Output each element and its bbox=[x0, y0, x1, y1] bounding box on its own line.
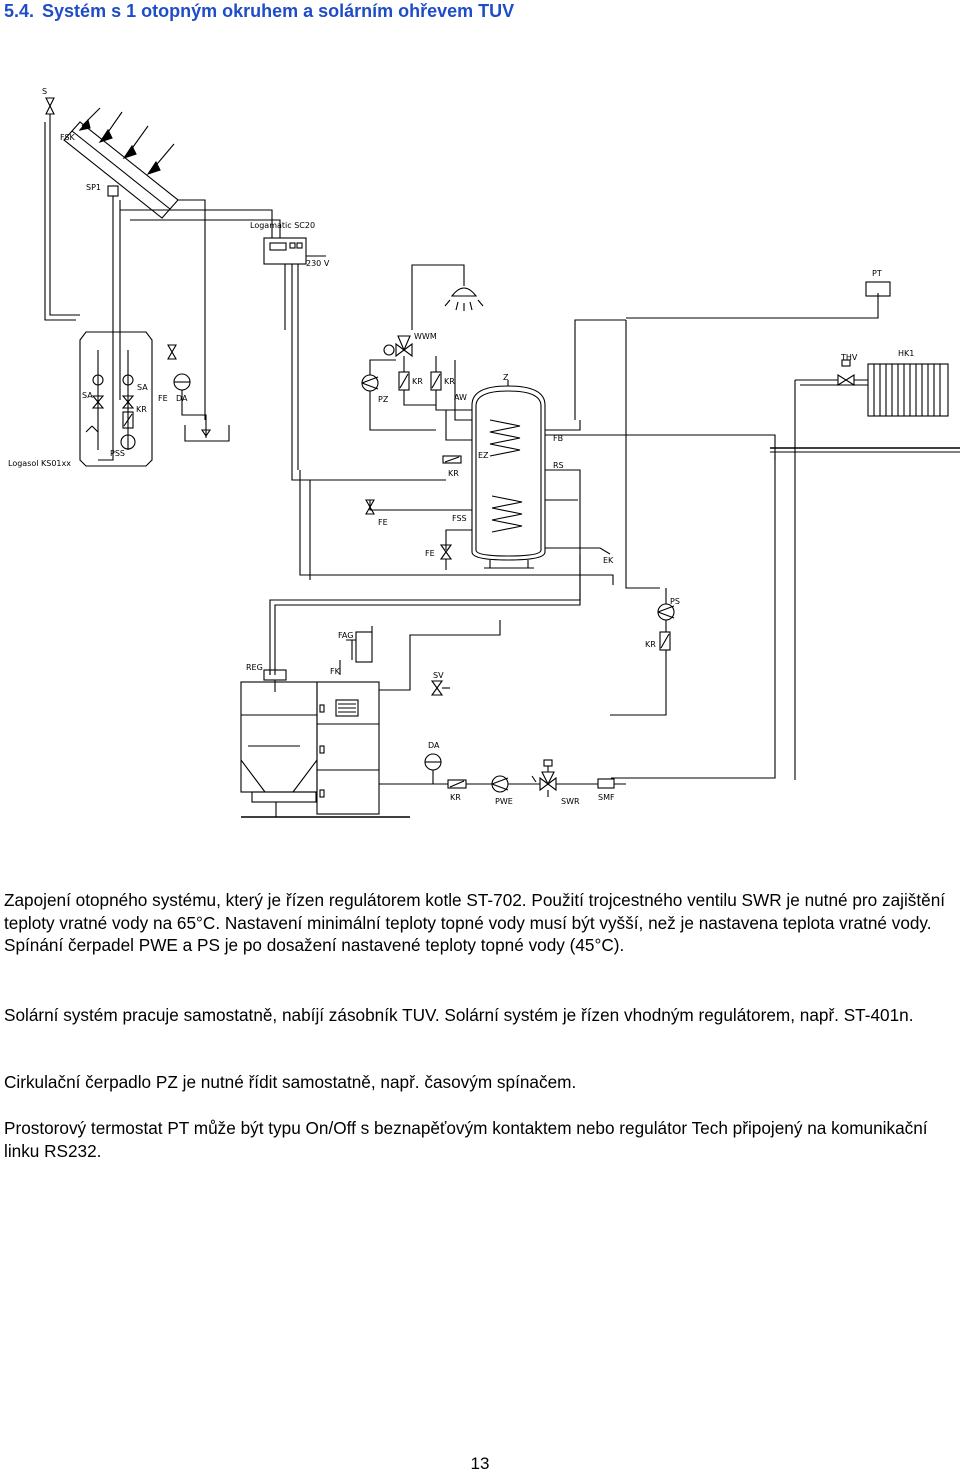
paragraph-room-thermostat: Prostorový termostat PT může být typu On… bbox=[4, 1118, 928, 1161]
mixing-valve-wwm bbox=[383, 335, 413, 358]
expansion-vessel bbox=[181, 375, 230, 442]
three-way-valve-swr bbox=[531, 759, 557, 797]
label-hk1: HK1 bbox=[898, 349, 914, 358]
label-kr-e: KR bbox=[645, 640, 656, 649]
label-kr-c: KR bbox=[448, 469, 459, 478]
label-fss: FSS bbox=[452, 514, 467, 523]
label-fag: FAG bbox=[338, 631, 353, 640]
safety-valve bbox=[430, 680, 444, 689]
label-fe-a: FE bbox=[378, 518, 388, 527]
label-ez: EZ bbox=[478, 451, 489, 460]
label-kr-a: KR bbox=[412, 377, 423, 386]
label-aw: AW bbox=[454, 393, 467, 402]
shower-head bbox=[411, 264, 484, 330]
label-swr: SWR bbox=[561, 797, 580, 806]
label-ek: EK bbox=[603, 556, 614, 565]
label-logamatic: Logamatic SC20 bbox=[250, 221, 315, 230]
boiler bbox=[240, 669, 410, 818]
label-logasol: Logasol KS01xx bbox=[8, 459, 71, 468]
label-kr-d: KR bbox=[136, 405, 147, 414]
label-kr-f: KR bbox=[450, 793, 461, 802]
section-heading: 5.4. Systém s 1 otopným okruhem a solární… bbox=[4, 1, 514, 22]
label-kr-b: KR bbox=[444, 377, 455, 386]
check-valve-kr-f bbox=[447, 779, 467, 789]
label-sp1: SP1 bbox=[86, 183, 101, 192]
label-rs: RS bbox=[553, 461, 564, 470]
solar-station bbox=[79, 331, 191, 467]
page-number: 13 bbox=[470, 1454, 490, 1473]
check-valve-kr-c bbox=[442, 455, 462, 464]
label-fsk: FSK bbox=[60, 133, 76, 142]
section-title: Systém s 1 otopným okruhem a solárním oh… bbox=[42, 1, 515, 21]
label-fb: FB bbox=[553, 434, 563, 443]
label-thv: THV bbox=[840, 353, 858, 362]
label-z: Z bbox=[503, 373, 509, 382]
check-valve-kr-e bbox=[659, 631, 671, 651]
label-smf: SMF bbox=[598, 793, 615, 802]
room-thermostat-pt bbox=[865, 281, 891, 297]
paragraph-solar-system: Solární systém pracuje samostatně, nabíj… bbox=[4, 1005, 914, 1025]
sensor-fag bbox=[355, 631, 373, 663]
label-sv: SV bbox=[433, 671, 444, 680]
label-sa-left: SA bbox=[82, 391, 93, 400]
label-fk: FK bbox=[330, 667, 341, 676]
storage-tank bbox=[471, 380, 546, 569]
label-pss: PSS bbox=[110, 449, 125, 458]
paragraph-system-description: Zapojení otopného systému, který je říze… bbox=[4, 890, 946, 955]
label-pt: PT bbox=[872, 269, 882, 278]
solar-collector bbox=[63, 107, 179, 219]
filter-smf bbox=[597, 778, 615, 789]
label-reg: REG bbox=[246, 663, 263, 672]
section-number: 5.4. bbox=[4, 1, 35, 21]
label-fe-c: FE bbox=[158, 394, 168, 403]
radiator-hk1 bbox=[867, 363, 949, 417]
label-wwm: WWM bbox=[414, 332, 437, 341]
sensor-sp1 bbox=[107, 185, 119, 197]
label-ps: PS bbox=[670, 597, 680, 606]
label-fe-b: FE bbox=[425, 549, 435, 558]
label-s: S bbox=[42, 87, 47, 96]
paragraph-circulation-pump: Cirkulační čerpadlo PZ je nutné řídit sa… bbox=[4, 1072, 577, 1092]
label-230v: 230 V bbox=[306, 259, 330, 268]
air-vent bbox=[45, 97, 55, 122]
label-pz: PZ bbox=[378, 395, 389, 404]
label-sa-right: SA bbox=[137, 383, 148, 392]
system-schematic: FSK S SP1 SA SA FE KR DA PSS Logasol KS0… bbox=[8, 87, 960, 818]
label-pwe: PWE bbox=[495, 797, 513, 806]
label-da-b: DA bbox=[428, 741, 440, 750]
